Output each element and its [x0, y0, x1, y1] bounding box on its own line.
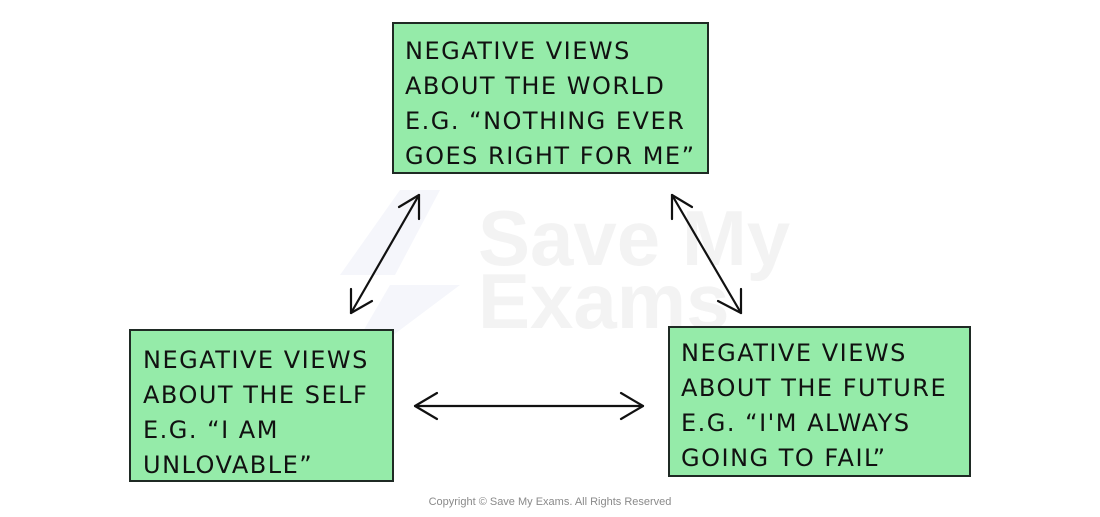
node-text: E.G. “I'M ALWAYS	[681, 409, 911, 437]
double-arrow-self-future	[413, 391, 645, 421]
node-negative-views-world: NEGATIVE VIEWS ABOUT THE WORLD E.G. “NOT…	[392, 22, 709, 174]
double-arrow-world-self	[349, 193, 421, 315]
node-text: ABOUT THE FUTURE	[681, 374, 948, 402]
node-negative-views-future: NEGATIVE VIEWS ABOUT THE FUTURE E.G. “I'…	[668, 326, 971, 477]
node-text: E.G. “I AM	[143, 416, 279, 444]
node-text: ABOUT THE WORLD	[405, 72, 666, 100]
node-negative-views-self: NEGATIVE VIEWS ABOUT THE SELF E.G. “I AM…	[129, 329, 394, 482]
node-text: ABOUT THE SELF	[143, 381, 369, 409]
node-text: NEGATIVE VIEWS	[405, 37, 631, 65]
copyright-footer: Copyright © Save My Exams. All Rights Re…	[428, 496, 672, 508]
node-text: NEGATIVE VIEWS	[143, 346, 369, 374]
node-text: NEGATIVE VIEWS	[681, 339, 907, 367]
double-arrow-world-future	[670, 193, 743, 315]
node-text: GOING TO FAIL”	[681, 444, 887, 472]
node-text: E.G. “NOTHING EVER	[405, 107, 686, 135]
watermark-text-1: Save My	[478, 194, 790, 282]
node-text: UNLOVABLE”	[143, 451, 314, 479]
node-text: GOES RIGHT FOR ME”	[405, 142, 696, 170]
